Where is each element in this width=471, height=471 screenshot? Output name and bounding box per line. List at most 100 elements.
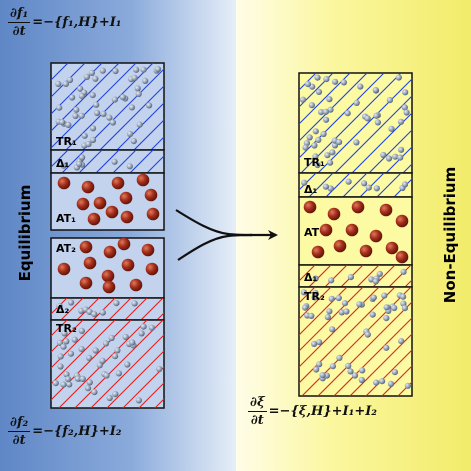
small-particle xyxy=(71,336,78,343)
small-particle xyxy=(327,185,334,192)
small-particle xyxy=(63,371,70,378)
small-particle xyxy=(112,67,119,75)
small-particle xyxy=(388,125,395,132)
small-particle xyxy=(154,66,162,73)
small-particle xyxy=(373,379,380,386)
hatch-line xyxy=(90,334,164,408)
hatch-line xyxy=(65,63,154,150)
small-particle xyxy=(397,154,404,161)
atom xyxy=(57,176,71,190)
small-particle xyxy=(77,85,84,92)
small-particle xyxy=(78,112,85,119)
label-right-delta1-bottom: Δ₁ xyxy=(304,271,318,284)
small-particle xyxy=(56,302,63,310)
small-particle xyxy=(55,80,62,87)
label-tr2: TR₂ xyxy=(56,322,77,335)
small-particle xyxy=(122,333,129,341)
small-particle xyxy=(402,89,409,96)
atom xyxy=(145,262,159,276)
small-particle xyxy=(135,90,142,98)
label-non-equilibrium: Non-Equilibrium xyxy=(441,166,459,304)
small-particle xyxy=(386,97,393,104)
small-particle xyxy=(81,132,88,139)
particles-right-tr2 xyxy=(300,289,411,389)
small-particle xyxy=(113,300,120,307)
atom xyxy=(385,241,399,255)
small-particle xyxy=(93,101,100,108)
hatch-line xyxy=(299,73,351,125)
atoms-at1 xyxy=(57,173,160,226)
atom xyxy=(327,207,341,221)
small-particle xyxy=(341,300,349,307)
equation-f1-numerator: ∂f₁ xyxy=(8,6,31,23)
small-particle xyxy=(343,308,350,315)
small-particle xyxy=(86,379,93,386)
hatch-line xyxy=(317,301,412,396)
small-particle xyxy=(336,139,343,146)
small-particle xyxy=(86,308,93,315)
small-particle xyxy=(361,180,368,187)
small-particle xyxy=(327,159,334,166)
small-particle xyxy=(364,331,371,338)
equation-f1-fraction: ∂f₁ ∂t xyxy=(8,6,31,39)
small-particle xyxy=(136,121,143,128)
atom xyxy=(351,200,365,214)
small-particle xyxy=(353,99,360,106)
small-particle xyxy=(329,363,336,370)
hatch-line xyxy=(156,312,164,320)
small-particle xyxy=(383,315,390,322)
small-particle xyxy=(109,119,116,126)
small-particle xyxy=(322,108,329,115)
small-particle xyxy=(323,76,330,83)
small-particle xyxy=(124,361,131,368)
hatch-delta1 xyxy=(51,150,164,173)
hatch-tr2 xyxy=(51,320,164,408)
small-particle xyxy=(94,109,101,117)
left-box-top: TR₁ Δ₁ AT₁ xyxy=(50,62,165,231)
small-particle xyxy=(91,311,98,318)
small-particle xyxy=(302,144,309,151)
small-particle xyxy=(312,275,319,282)
small-particle xyxy=(373,112,380,119)
small-particle xyxy=(62,80,69,87)
small-particle xyxy=(353,139,360,146)
equation-f1-rhs: =−{f₁,H}+I₁ xyxy=(32,15,122,30)
small-particle xyxy=(63,338,70,345)
small-particle xyxy=(79,375,86,382)
small-particle xyxy=(328,277,335,284)
small-particle xyxy=(92,75,99,82)
hatch-line xyxy=(342,173,368,197)
hatch-line xyxy=(51,63,137,149)
hatch-line xyxy=(129,150,154,173)
hatch-line xyxy=(108,298,132,320)
small-particle xyxy=(383,344,390,351)
small-particle xyxy=(401,305,408,312)
particles-tr2 xyxy=(52,323,163,404)
small-particle xyxy=(106,394,113,402)
small-particle xyxy=(332,78,339,85)
small-particle xyxy=(311,340,318,347)
atom xyxy=(333,239,347,253)
small-particle xyxy=(148,324,155,331)
small-particle xyxy=(383,304,390,311)
small-particle xyxy=(315,136,322,143)
hatch-line xyxy=(349,333,412,396)
small-particle xyxy=(135,397,142,404)
label-delta2: Δ₂ xyxy=(56,303,70,316)
small-particle xyxy=(391,369,398,376)
hatch-line xyxy=(299,73,317,91)
atom xyxy=(57,262,71,276)
label-equilibrium: Equilibrium xyxy=(16,184,34,282)
small-particle xyxy=(112,391,119,398)
small-particle xyxy=(370,294,377,301)
atom xyxy=(311,245,325,259)
hatch-line xyxy=(51,63,120,132)
small-particle xyxy=(358,376,365,384)
hatch-line xyxy=(356,265,380,287)
small-particle xyxy=(357,83,364,90)
small-particle xyxy=(338,309,345,316)
small-particle xyxy=(78,346,85,353)
small-particle xyxy=(73,106,80,113)
small-particle xyxy=(308,102,315,109)
small-particle xyxy=(131,74,138,81)
